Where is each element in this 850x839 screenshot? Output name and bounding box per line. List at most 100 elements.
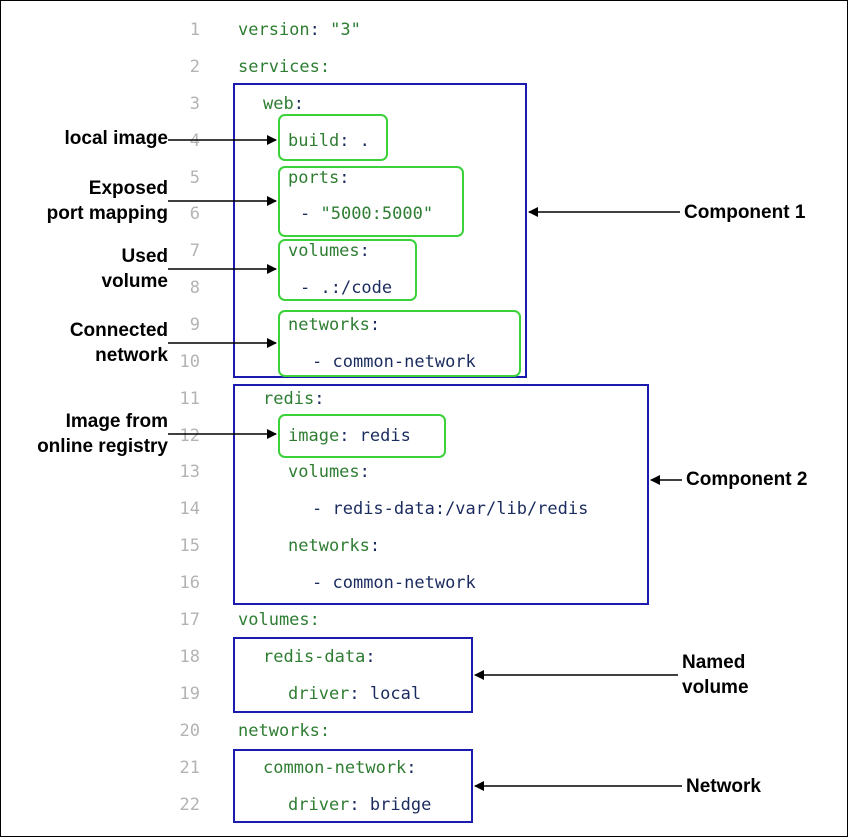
label-connected-network: Connected network <box>10 318 168 368</box>
yaml-separator: : <box>339 426 360 446</box>
yaml-value: redis-data:/var/lib/redis <box>332 499 589 519</box>
label-local-image: local image <box>64 128 169 149</box>
code-line-network-item: - common-network <box>312 352 476 372</box>
yaml-key: driver <box>288 684 350 704</box>
line-number: 4 <box>189 131 200 151</box>
yaml-separator: : <box>309 610 320 630</box>
yaml-value: .:/code <box>320 278 393 298</box>
line-number: 8 <box>189 278 200 298</box>
component-2-box <box>233 384 649 605</box>
yaml-separator: : <box>349 795 370 815</box>
line-number: 5 <box>189 168 200 188</box>
yaml-separator: : <box>369 315 381 335</box>
yaml-separator: : <box>406 758 417 778</box>
yaml-dash: - <box>312 352 333 372</box>
yaml-key: networks <box>238 721 320 741</box>
yaml-key: web <box>263 94 294 114</box>
code-line-networks: networks: <box>288 536 380 556</box>
yaml-key: volumes <box>288 462 360 482</box>
yaml-dash: - <box>300 204 321 224</box>
yaml-separator: : <box>293 94 304 114</box>
label-line: Named <box>682 652 746 673</box>
line-number: 14 <box>179 499 200 519</box>
yaml-separator: : <box>339 131 360 151</box>
yaml-key: common-network <box>263 758 407 778</box>
line-number: 1 <box>189 20 200 40</box>
yaml-value: "3" <box>330 20 361 40</box>
yaml-value: common-network <box>332 573 476 593</box>
line-number: 17 <box>179 610 200 630</box>
image-highlight <box>278 414 446 458</box>
line-number: 18 <box>179 647 200 667</box>
code-line-redis: redis: <box>263 389 324 409</box>
yaml-separator: : <box>359 241 370 261</box>
line-number: 21 <box>179 758 200 778</box>
yaml-separator: : <box>365 647 376 667</box>
code-line-common-network: common-network: <box>263 758 417 778</box>
yaml-separator: : <box>319 57 331 77</box>
code-line-services: services: <box>238 57 330 77</box>
yaml-separator: : <box>314 389 325 409</box>
yaml-dash: - <box>312 499 333 519</box>
local-image-highlight <box>278 114 388 161</box>
label-exposed-port: Exposed port mapping <box>10 176 168 226</box>
label-line: volume <box>682 677 749 698</box>
yaml-separator: : <box>339 168 350 188</box>
named-volume-box <box>233 637 473 713</box>
yaml-separator: : <box>309 20 331 40</box>
yaml-value: bridge <box>369 795 432 815</box>
line-number: 3 <box>189 94 200 114</box>
yaml-key: redis-data <box>263 647 366 667</box>
code-line-top-volumes: volumes: <box>238 610 320 630</box>
code-line-driver: driver: local <box>288 684 421 704</box>
port-mapping-highlight <box>278 166 464 237</box>
line-number: 7 <box>189 241 200 261</box>
yaml-separator: : <box>369 536 381 556</box>
label-line: Exposed <box>88 178 168 199</box>
line-number: 12 <box>179 426 200 446</box>
code-line-redis-data: redis-data: <box>263 647 376 667</box>
label-line: port mapping <box>46 203 168 224</box>
yaml-value: "5000:5000" <box>320 204 434 224</box>
label-used-volume: Used volume <box>10 244 168 294</box>
component-1-box <box>233 83 527 378</box>
volume-highlight <box>278 239 417 301</box>
yaml-separator: : <box>349 684 370 704</box>
code-line-version: version: "3" <box>238 20 361 40</box>
label-line: Used <box>121 246 168 267</box>
line-number: 6 <box>189 204 200 224</box>
network-highlight <box>278 310 521 377</box>
yaml-dash: - <box>300 278 321 298</box>
yaml-key: networks <box>288 536 370 556</box>
yaml-value: redis <box>359 426 411 446</box>
line-number: 10 <box>179 352 200 372</box>
yaml-key: ports <box>288 168 340 188</box>
yaml-key: volumes <box>288 241 360 261</box>
label-component-1: Component 1 <box>684 202 806 223</box>
yaml-value: . <box>359 131 370 151</box>
yaml-key: services <box>238 57 320 77</box>
line-number: 20 <box>179 721 200 741</box>
network-box <box>233 749 473 823</box>
line-number: 19 <box>179 684 200 704</box>
yaml-separator: : <box>319 721 331 741</box>
code-line-networks: networks: <box>288 315 380 335</box>
code-line-driver: driver: bridge <box>288 795 431 815</box>
code-line-volumes: volumes: <box>288 462 370 482</box>
line-number: 13 <box>179 462 200 482</box>
code-line-volume-item: - redis-data:/var/lib/redis <box>312 499 588 519</box>
yaml-key: image <box>288 426 340 446</box>
code-line-volume-mount: - .:/code <box>300 278 392 298</box>
label-component-2: Component 2 <box>686 469 808 490</box>
line-number: 2 <box>189 57 200 77</box>
yaml-key: redis <box>263 389 315 409</box>
code-line-build: build: . <box>288 131 370 151</box>
line-number: 11 <box>179 389 200 409</box>
label-network: Network <box>686 776 761 797</box>
label-line: online registry <box>37 436 168 457</box>
yaml-key: volumes <box>238 610 310 630</box>
code-line-network-item: - common-network <box>312 573 476 593</box>
yaml-key: build <box>288 131 340 151</box>
code-line-port-mapping: - "5000:5000" <box>300 204 433 224</box>
